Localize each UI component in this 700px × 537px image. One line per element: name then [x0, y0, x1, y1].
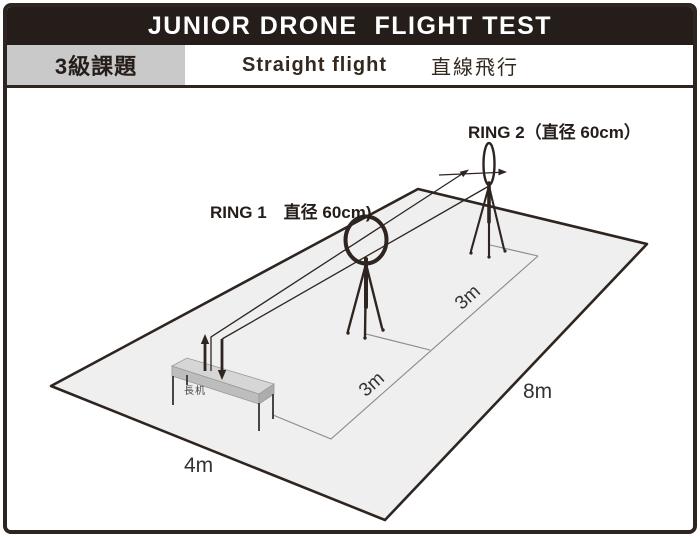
dim-8m: 8m: [523, 380, 553, 403]
tripod-1: [346, 257, 385, 340]
table-label: 長机: [184, 386, 206, 397]
through-ring-line: [438, 171, 500, 176]
subheader-bar: 3級課題 Straight flight 直線飛行: [7, 45, 693, 88]
tripod-2: [469, 181, 507, 259]
landing-arrow: [217, 339, 227, 380]
takeoff-arrow: [200, 334, 210, 371]
outbound-path-line: [210, 173, 463, 371]
ring-1: [343, 214, 389, 266]
subtitle-english: Straight flight: [242, 53, 387, 76]
level-box: 3級課題: [7, 45, 185, 85]
header-bar: JUNIOR DRONE FLIGHT TEST: [7, 7, 693, 45]
dim-4m: 4m: [184, 454, 214, 477]
field-ground: [49, 187, 649, 522]
page-title: JUNIOR DRONE FLIGHT TEST: [147, 11, 553, 40]
through-ring-arrowhead-icon: [498, 168, 507, 176]
ring1-label: RING 1 直径 60cm): [210, 203, 372, 222]
table-legs: [172, 375, 274, 431]
outer-frame: JUNIOR DRONE FLIGHT TEST 3級課題 Straight f…: [3, 3, 697, 534]
level-label: 3級課題: [54, 54, 138, 79]
ring2-label: RING 2（直径 60cm）: [468, 123, 641, 142]
flight-course-diagram: RING 1 直径 60cm) RING 2（直径 60cm） 長机 3m 3m…: [7, 88, 693, 530]
subtitle-japanese: 直線飛行: [430, 56, 519, 79]
ring-2: [482, 141, 496, 187]
course-drawing: [49, 141, 649, 522]
